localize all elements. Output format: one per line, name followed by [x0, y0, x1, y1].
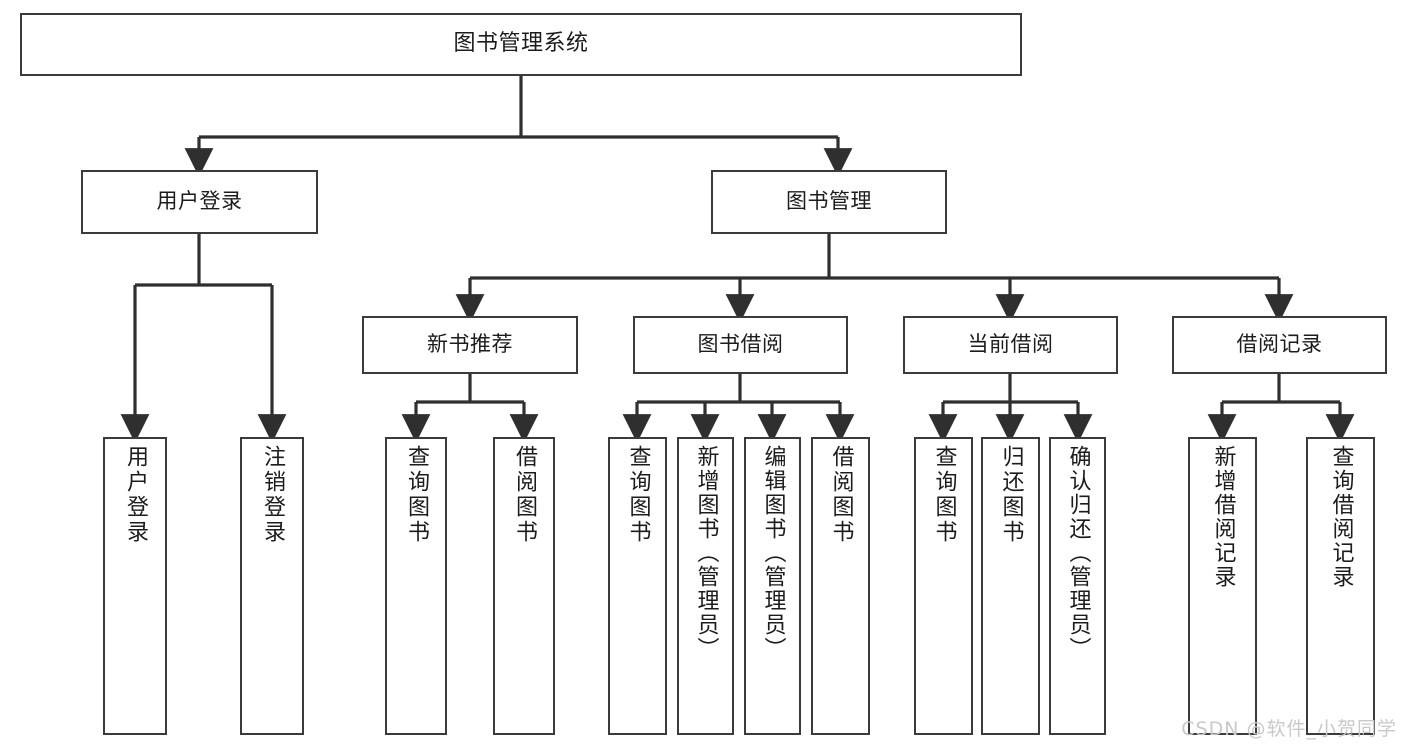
node-leaf-return-book[interactable]: 归还图书 — [981, 437, 1040, 735]
node-book-manage[interactable]: 图书管理 — [711, 170, 947, 234]
node-user-login[interactable]: 用户登录 — [81, 170, 318, 234]
node-borrow-record-label: 借阅记录 — [1236, 332, 1323, 357]
node-leaf-query-book-2[interactable]: 查询图书 — [608, 437, 667, 735]
node-leaf-add-record-label: 新增借阅记录 — [1210, 445, 1236, 589]
node-leaf-query-book-1-label: 查询图书 — [404, 445, 429, 545]
node-leaf-query-record-label: 查询借阅记录 — [1328, 445, 1354, 589]
node-leaf-add-book[interactable]: 新增图书（管理员） — [677, 437, 734, 735]
node-book-borrow-label: 图书借阅 — [697, 332, 784, 357]
node-leaf-confirm-return-label: 确认归还（管理员） — [1065, 445, 1091, 661]
node-new-book-recommend-label: 新书推荐 — [427, 332, 513, 357]
node-leaf-user-login[interactable]: 用户登录 — [103, 437, 167, 735]
node-root-label: 图书管理系统 — [453, 31, 589, 57]
node-leaf-return-book-label: 归还图书 — [998, 445, 1024, 545]
node-current-borrow-label: 当前借阅 — [967, 332, 1054, 357]
node-leaf-borrow-book-2-label: 借阅图书 — [828, 445, 854, 545]
node-borrow-record[interactable]: 借阅记录 — [1172, 316, 1387, 374]
node-user-login-label: 用户登录 — [156, 189, 243, 214]
node-new-book-recommend[interactable]: 新书推荐 — [362, 316, 578, 374]
node-leaf-query-book-1[interactable]: 查询图书 — [385, 437, 447, 735]
node-leaf-edit-book[interactable]: 编辑图书（管理员） — [744, 437, 801, 735]
node-root[interactable]: 图书管理系统 — [20, 13, 1022, 76]
node-leaf-user-logout[interactable]: 注销登录 — [240, 437, 304, 735]
node-current-borrow[interactable]: 当前借阅 — [903, 316, 1118, 374]
node-leaf-add-record[interactable]: 新增借阅记录 — [1188, 437, 1257, 735]
node-leaf-query-record[interactable]: 查询借阅记录 — [1306, 437, 1375, 735]
watermark: CSDN @软件_小贺同学 — [1181, 718, 1397, 740]
node-leaf-borrow-book-1-label: 借阅图书 — [512, 445, 537, 545]
node-leaf-borrow-book-1[interactable]: 借阅图书 — [493, 437, 555, 735]
node-leaf-confirm-return[interactable]: 确认归还（管理员） — [1049, 437, 1106, 735]
node-book-manage-label: 图书管理 — [786, 189, 872, 214]
node-leaf-edit-book-label: 编辑图书（管理员） — [760, 445, 786, 661]
node-book-borrow[interactable]: 图书借阅 — [633, 316, 848, 374]
node-leaf-query-book-3[interactable]: 查询图书 — [914, 437, 973, 735]
node-leaf-add-book-label: 新增图书（管理员） — [693, 445, 719, 661]
node-leaf-borrow-book-2[interactable]: 借阅图书 — [811, 437, 870, 735]
node-leaf-user-login-label: 用户登录 — [123, 445, 148, 545]
node-leaf-query-book-2-label: 查询图书 — [625, 445, 651, 545]
node-leaf-user-logout-label: 注销登录 — [260, 445, 285, 545]
node-leaf-query-book-3-label: 查询图书 — [931, 445, 957, 545]
